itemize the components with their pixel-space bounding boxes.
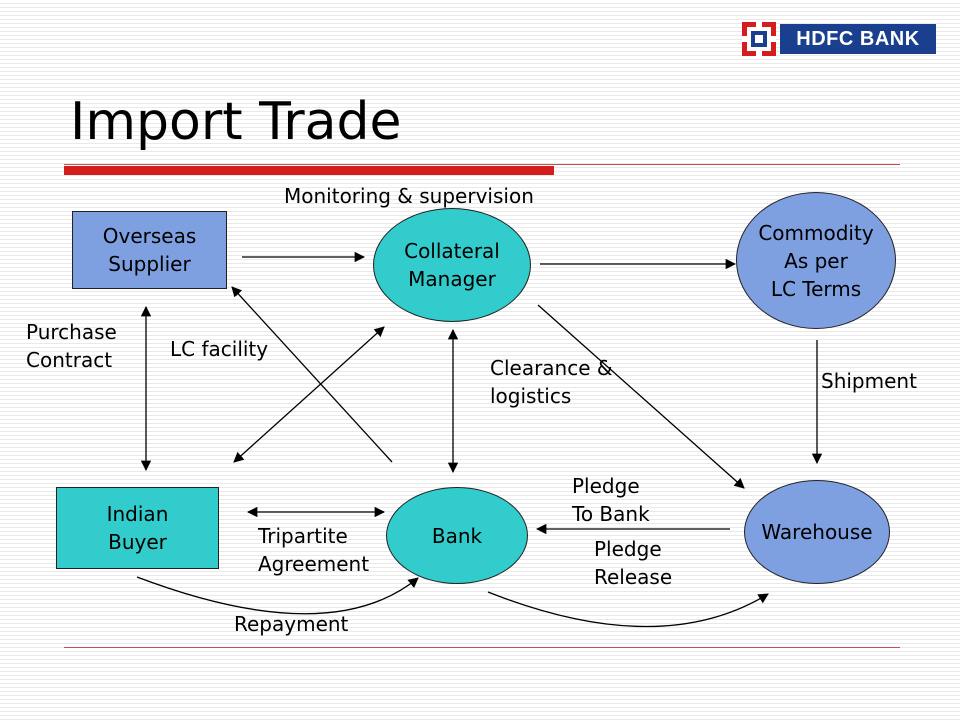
arrow-buyer-collateral [233, 326, 385, 463]
monitoring-label: Monitoring & supervision [284, 184, 534, 208]
pledge-release-label: Pledge Release [594, 537, 673, 589]
shipment-label: Shipment [821, 369, 917, 393]
title-divider-line [64, 164, 900, 165]
bank-node: Bank [386, 487, 528, 584]
indian-buyer-node: Indian Buyer [56, 487, 219, 569]
lc-facility-label: LC facility [170, 337, 269, 361]
clearance-logistics-label: Clearance & logistics [490, 356, 613, 408]
arrow-buyer-to-bank-repayment [136, 576, 419, 615]
hdfc-bank-logo: HDFC BANK [742, 22, 936, 56]
collateral-manager-node: Collateral Manager [373, 208, 531, 322]
tripartite-agreement-label: Tripartite Agreement [258, 524, 370, 576]
page-title: Import Trade [70, 92, 402, 152]
hdfc-logo-mark-icon [742, 22, 776, 56]
arrow-bank-to-supplier [231, 286, 393, 463]
footer-divider-line [64, 647, 900, 648]
brand-name: HDFC BANK [780, 24, 936, 54]
commodity-node: Commodity As per LC Terms [736, 192, 896, 329]
overseas-supplier-node: Overseas Supplier [72, 211, 227, 289]
warehouse-node: Warehouse [744, 480, 890, 584]
pledge-to-bank-label: Pledge To Bank [572, 474, 650, 526]
title-accent-bar [64, 166, 554, 175]
purchase-contract-label: Purchase Contract [26, 320, 117, 372]
repayment-label: Repayment [234, 612, 349, 636]
arrow-bank-to-warehouse-release [487, 591, 769, 628]
arrow-collateral-to-warehouse [537, 304, 745, 489]
